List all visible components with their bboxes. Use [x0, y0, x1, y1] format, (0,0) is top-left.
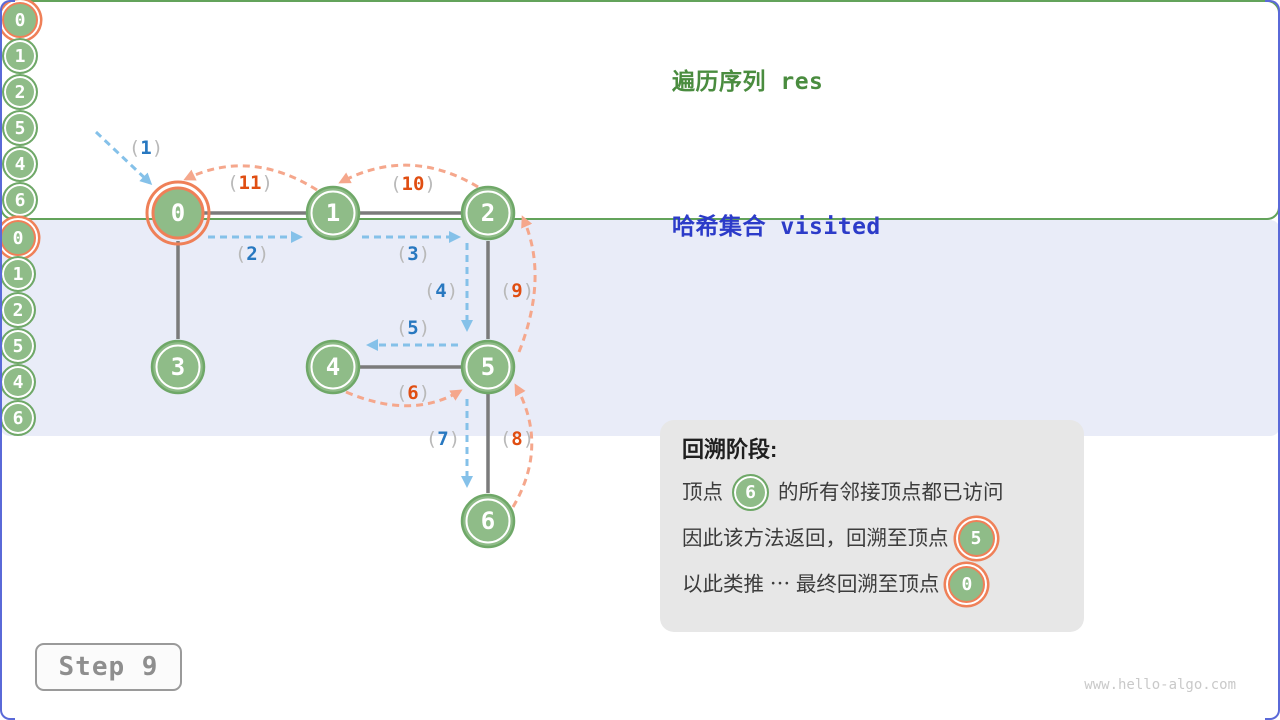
- arrow-step-1: [94, 130, 153, 186]
- visited-item-1: 1: [0, 256, 36, 292]
- step-label-6: (6): [396, 382, 430, 404]
- graph-node-4: 4: [305, 339, 361, 395]
- step-label-9: (9): [500, 280, 534, 302]
- info-node-6: 6: [732, 474, 769, 511]
- set-bracket-right-icon: [1265, 0, 1280, 720]
- step-label-10: (10): [390, 173, 436, 195]
- arrow-step-10: [338, 163, 479, 189]
- arrow-step-8: [511, 383, 534, 508]
- info-line-3-prefix: 以此类推 ⋯ 最终回溯至顶点: [682, 572, 940, 596]
- res-item-5: 6: [2, 182, 38, 218]
- step-label-8: (8): [500, 428, 534, 450]
- info-node-0: 0: [948, 566, 986, 603]
- arrow-step-11: [183, 164, 318, 192]
- graph-node-5: 5: [460, 339, 516, 395]
- info-line-3: 以此类推 ⋯ 最终回溯至顶点 0: [682, 566, 1064, 603]
- info-line-1-suffix: 的所有邻接顶点都已访问: [778, 480, 1004, 504]
- visited-item-4: 4: [0, 364, 36, 400]
- info-line-1-prefix: 顶点: [682, 480, 723, 504]
- res-item-1: 1: [2, 38, 38, 74]
- graph-edges: [176, 211, 490, 493]
- info-line-2: 因此该方法返回，回溯至顶点 5: [682, 520, 1064, 557]
- info-node-5: 5: [957, 520, 995, 557]
- svg-text:0: 0: [171, 199, 185, 227]
- step-indicator: Step 9: [35, 643, 182, 691]
- graph-node-2: 2: [460, 185, 516, 241]
- svg-text:4: 4: [326, 353, 340, 381]
- traversal-arrows: [94, 130, 473, 488]
- step-label-3: (3): [396, 243, 430, 265]
- step-label-2: (2): [235, 243, 269, 265]
- step-label-5: (5): [396, 317, 430, 339]
- res-item-2: 2: [2, 74, 38, 110]
- info-box-title: 回溯阶段:: [682, 437, 778, 462]
- arrow-step-6: [345, 389, 463, 408]
- svg-text:1: 1: [326, 199, 340, 227]
- res-item-3: 5: [2, 110, 38, 146]
- info-line-2-prefix: 因此该方法返回，回溯至顶点: [682, 526, 949, 550]
- step-label-11: (11): [227, 172, 273, 194]
- svg-text:3: 3: [171, 353, 185, 381]
- svg-text:2: 2: [481, 199, 495, 227]
- backtrack-info-box: 回溯阶段: 顶点 6 的所有邻接顶点都已访问 因此该方法返回，回溯至顶点 5 以…: [660, 420, 1084, 632]
- res-item-4: 4: [2, 146, 38, 182]
- visited-item-2: 2: [0, 292, 36, 328]
- res-sequence-title: 遍历序列 res: [672, 69, 824, 95]
- graph-node-1: 1: [305, 185, 361, 241]
- set-bracket-left-icon: [0, 0, 15, 720]
- visited-set-title: 哈希集合 visited: [672, 214, 881, 240]
- watermark: www.hello-algo.com: [1084, 677, 1236, 693]
- backtrack-arrows: [183, 163, 537, 508]
- graph-node-0: 0: [145, 180, 211, 246]
- graph-node-3: 3: [150, 339, 206, 395]
- svg-text:5: 5: [481, 353, 495, 381]
- info-line-1: 顶点 6 的所有邻接顶点都已访问: [682, 474, 1064, 511]
- step-label-7: (7): [426, 428, 460, 450]
- visited-item-5: 6: [0, 400, 36, 436]
- graph-canvas: (1) (2) (3) (4) (5) (6) (7) (8) (9) (10)…: [94, 130, 537, 549]
- svg-text:6: 6: [481, 507, 495, 535]
- res-sequence-box: 0 1 2 5 4 6: [0, 0, 1280, 220]
- arrow-step-9: [517, 215, 537, 353]
- step-label-4: (4): [424, 280, 458, 302]
- step-label-1: (1): [129, 137, 163, 159]
- graph-node-6: 6: [460, 493, 516, 549]
